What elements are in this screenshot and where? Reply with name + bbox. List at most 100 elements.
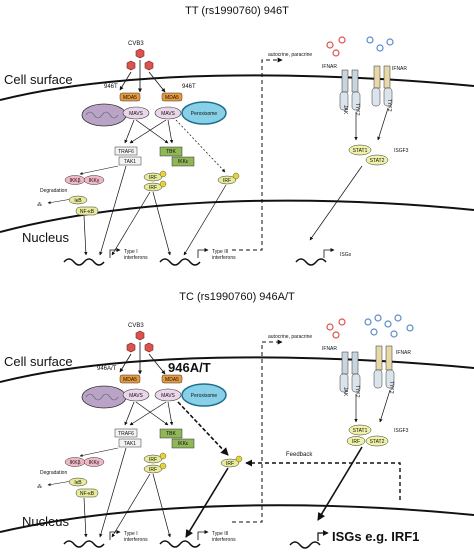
top-dna-1 bbox=[63, 258, 105, 266]
bottom-dna-3 bbox=[289, 541, 321, 549]
bottom-allele-left: 946A/T bbox=[97, 366, 117, 372]
bottom-mda5-right bbox=[161, 374, 183, 384]
bottom-jak-label: JAK bbox=[342, 387, 348, 397]
bottom-ikb-label: IκB bbox=[74, 480, 82, 486]
bottom-dna-2 bbox=[159, 540, 201, 548]
bottom-virus-label: CVB3 bbox=[128, 323, 144, 329]
top-traf6 bbox=[114, 146, 138, 156]
top-ifnar-right bbox=[371, 65, 393, 107]
top-mavs-left bbox=[122, 106, 150, 120]
bottom-nucleus-label: Nucleus bbox=[22, 514, 69, 529]
top-stat2 bbox=[365, 154, 389, 166]
top-mda5-right bbox=[161, 92, 183, 102]
top-panel: TT (rs1990760) 946T Cell surface Nucleus… bbox=[0, 5, 474, 266]
bottom-isgs-label: ISGs e.g. IRF1 bbox=[332, 529, 419, 544]
bottom-type3-label: Type III bbox=[212, 531, 228, 537]
bottom-allele-right: 946A/T bbox=[168, 360, 211, 375]
top-mda5-left bbox=[119, 92, 141, 102]
bottom-traf6 bbox=[114, 428, 138, 438]
top-ifnar-right-label: IFNAR bbox=[392, 66, 407, 72]
bottom-irf-b-label: IRF bbox=[149, 467, 157, 473]
top-type3b-label: interferons bbox=[212, 255, 236, 261]
top-degraded-bits: ⁂ bbox=[37, 202, 42, 208]
top-ikkb-label: IKKβ bbox=[70, 178, 81, 184]
bottom-autocrine-label: autocrine, paracrine bbox=[268, 334, 312, 340]
bottom-panel: TC (rs1990760) 946A/T Cell surface Nucle… bbox=[0, 291, 474, 549]
bottom-degradation: Degradation bbox=[40, 470, 67, 476]
top-mavs-right-label: MAVS bbox=[161, 111, 175, 117]
top-stat1-label: STAT1 bbox=[353, 148, 368, 154]
top-nucleus-label: Nucleus bbox=[22, 230, 69, 245]
bottom-mavs-right-label: MAVS bbox=[161, 393, 175, 399]
top-stat2-label: STAT2 bbox=[370, 158, 385, 164]
top-virus-particles bbox=[126, 48, 154, 71]
bottom-ligands bbox=[326, 314, 414, 339]
top-mitochondrion bbox=[81, 103, 127, 127]
top-type1-label: Type I bbox=[124, 249, 138, 255]
top-mda5-left-label: MDA5 bbox=[123, 95, 137, 101]
bottom-ikkb-label: IKKβ bbox=[70, 460, 81, 466]
bottom-cell-membrane bbox=[0, 356, 474, 383]
top-mavs-left-label: MAVS bbox=[129, 111, 143, 117]
top-irf-c-label: IRF bbox=[223, 178, 231, 184]
top-tyk2-label: TYK2 bbox=[354, 103, 360, 116]
bottom-traf6-label: TRAF6 bbox=[118, 431, 134, 437]
bottom-ikkg bbox=[83, 457, 105, 467]
bottom-ifnar-right-label: IFNAR bbox=[396, 350, 411, 356]
bottom-ifnar-right bbox=[373, 345, 395, 389]
bottom-irf-c bbox=[220, 458, 240, 468]
bottom-stat1-label: STAT1 bbox=[353, 428, 368, 434]
bottom-tyk2-b-label: TYK2 bbox=[388, 381, 394, 394]
top-title: TT (rs1990760) 946T bbox=[185, 5, 289, 17]
top-ikkg bbox=[83, 175, 105, 185]
bottom-tak1-label: TAK1 bbox=[124, 441, 136, 447]
bottom-nuclear-membrane bbox=[0, 504, 474, 533]
top-dna-3 bbox=[295, 258, 327, 266]
bottom-stat1 bbox=[348, 424, 372, 436]
bottom-tbk bbox=[159, 428, 183, 439]
top-traf6-label: TRAF6 bbox=[118, 149, 134, 155]
top-ifnar-left-label: IFNAR bbox=[322, 64, 337, 70]
bottom-ikke bbox=[171, 438, 195, 449]
bottom-type3b-label: interferons bbox=[212, 537, 236, 543]
top-ikke bbox=[171, 156, 195, 167]
top-tak1-label: TAK1 bbox=[124, 159, 136, 165]
top-peroxisome-label: Peroxisome bbox=[191, 111, 218, 117]
bottom-tak1 bbox=[118, 438, 142, 448]
bottom-irf-c-label: IRF bbox=[226, 461, 234, 467]
top-irf-c bbox=[217, 175, 237, 185]
bottom-title: TC (rs1990760) 946A/T bbox=[179, 291, 295, 303]
top-cell-membrane bbox=[0, 74, 474, 101]
bottom-ikke-label: IKKε bbox=[178, 441, 189, 447]
bottom-mavs-left bbox=[122, 388, 150, 402]
bottom-feedback-label: Feedback bbox=[286, 452, 313, 458]
top-ikb bbox=[68, 195, 88, 205]
bottom-isgf3-label: ISGF3 bbox=[394, 428, 409, 434]
bottom-mavs-left-label: MAVS bbox=[129, 393, 143, 399]
top-irf-a-label: IRF bbox=[149, 175, 157, 181]
top-isgs-label: ISGs bbox=[340, 252, 352, 258]
top-jak-label: JAK bbox=[342, 105, 348, 115]
bottom-stat2 bbox=[365, 435, 389, 447]
bottom-nfkb bbox=[75, 488, 99, 498]
top-ligands bbox=[326, 36, 394, 57]
bottom-ikkg-label: IKKγ bbox=[89, 460, 100, 466]
top-allele-left: 946T bbox=[104, 84, 118, 90]
top-irf-b-label: IRF bbox=[149, 185, 157, 191]
bottom-irf-stat bbox=[346, 436, 366, 446]
top-type1b-label: interferons bbox=[124, 255, 148, 261]
top-virus-label: CVB3 bbox=[128, 41, 144, 47]
bottom-feedback-path bbox=[245, 459, 401, 500]
bottom-ifnar-left bbox=[339, 351, 361, 393]
bottom-mda5-left bbox=[119, 374, 141, 384]
top-ikke-label: IKKε bbox=[178, 159, 189, 165]
top-nfkb bbox=[75, 206, 99, 216]
top-degradation: Degradation bbox=[40, 188, 67, 194]
bottom-cell-surface-label: Cell surface bbox=[4, 354, 73, 369]
top-type3-label: Type III bbox=[212, 249, 228, 255]
top-secretion-path bbox=[232, 57, 283, 251]
bottom-stat2-label: STAT2 bbox=[370, 439, 385, 445]
bottom-ifnar-left-label: IFNAR bbox=[322, 346, 337, 352]
